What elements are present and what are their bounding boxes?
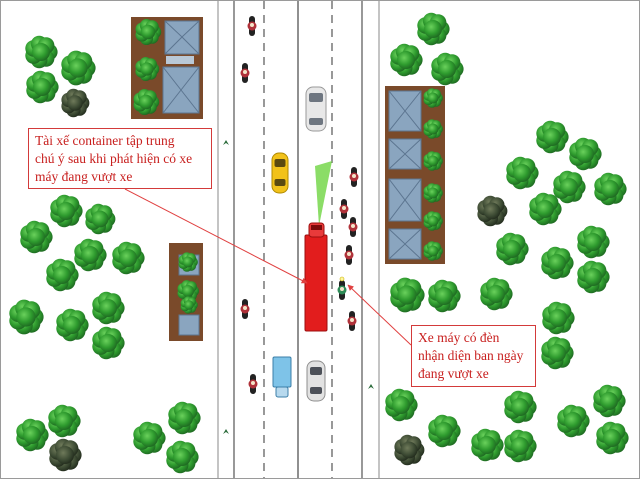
tree-icon (74, 238, 107, 272)
vehicles (271, 86, 328, 402)
plant-icon (368, 384, 374, 389)
tree-icon (385, 388, 418, 422)
tree-icon (423, 88, 443, 108)
tree-icon (390, 277, 425, 313)
tree-icon (541, 336, 574, 370)
motorbike-icon (349, 167, 359, 187)
tree-icon (553, 170, 586, 204)
plant-icon (223, 429, 229, 434)
tree-icon (529, 192, 562, 226)
house-roof-icon (178, 314, 200, 336)
motorbike-icon (240, 299, 250, 319)
callout-motorbike-overtaking: Xe máy có đèn nhận diện ban ngày đang vư… (411, 325, 536, 387)
tree-icon (428, 279, 461, 313)
tree-icon (496, 232, 529, 266)
motorbike-icon (247, 16, 257, 36)
truck-icon (272, 356, 292, 398)
tree-icon (394, 434, 425, 466)
tree-icon (112, 241, 145, 275)
tree-icon (594, 172, 627, 206)
tree-icon (593, 384, 626, 418)
leader-line-driver (124, 188, 308, 284)
tree-icon (61, 50, 96, 86)
tree-icon (569, 137, 602, 171)
car-icon (271, 152, 289, 194)
tree-icon (504, 390, 537, 424)
tree-icon (85, 203, 116, 235)
tree-icon (536, 120, 569, 154)
tree-icon (166, 440, 199, 474)
tree-icon (9, 299, 44, 335)
tree-icon (506, 156, 539, 190)
tree-icon (133, 89, 160, 115)
truck-icon (304, 222, 328, 332)
motorbike-icon (344, 245, 354, 265)
tree-icon (471, 428, 504, 462)
tree-icon (50, 194, 83, 228)
tree-icon (417, 12, 450, 46)
tree-icon (26, 70, 59, 104)
tree-icon (92, 291, 125, 325)
tree-icon (423, 119, 443, 139)
tree-icon (504, 429, 537, 463)
motorbike-icon (339, 199, 349, 219)
tree-icon (423, 183, 443, 203)
tree-icon (577, 260, 610, 294)
motorbike-icon (348, 217, 358, 237)
tree-icon (577, 225, 610, 259)
tree-icon (168, 401, 201, 435)
car-icon (305, 86, 327, 132)
tree-icon (423, 241, 443, 261)
motorbikes (240, 16, 359, 394)
tree-icon (92, 326, 125, 360)
tree-icon (480, 277, 513, 311)
tree-icon (46, 258, 79, 292)
tree-icon (49, 438, 82, 472)
callout-container-driver: Tài xế container tập trung chú ý sau khi… (28, 128, 212, 189)
tree-icon (133, 421, 166, 455)
tree-icon (557, 404, 590, 438)
vision-cone-icon (315, 161, 332, 226)
trees (9, 12, 629, 474)
tree-icon (423, 151, 443, 171)
house-block-right (385, 86, 445, 264)
tree-icon (16, 418, 49, 452)
tree-icon (61, 88, 90, 118)
tree-icon (25, 35, 58, 69)
car-icon (306, 360, 326, 402)
tree-icon (178, 252, 198, 272)
tree-icon (180, 296, 198, 314)
tree-icon (20, 220, 53, 254)
tree-icon (542, 301, 575, 335)
tree-icon (428, 414, 461, 448)
tree-icon (135, 19, 162, 45)
motorbike-icon (347, 311, 357, 331)
road (217, 1, 380, 478)
motorbike-icon (248, 374, 258, 394)
tree-icon (596, 421, 629, 455)
tree-icon (431, 52, 464, 86)
tree-icon (135, 57, 160, 81)
tree-icon (477, 195, 508, 227)
motorbike-overtaking-icon (337, 276, 347, 300)
leader-line-motorbike (347, 284, 412, 346)
motorbike-icon (240, 63, 250, 83)
tree-icon (423, 211, 443, 231)
tree-icon (48, 404, 81, 438)
tree-icon (56, 308, 89, 342)
tree-icon (390, 43, 423, 77)
tree-icon (541, 246, 574, 280)
plant-icon (223, 140, 229, 145)
